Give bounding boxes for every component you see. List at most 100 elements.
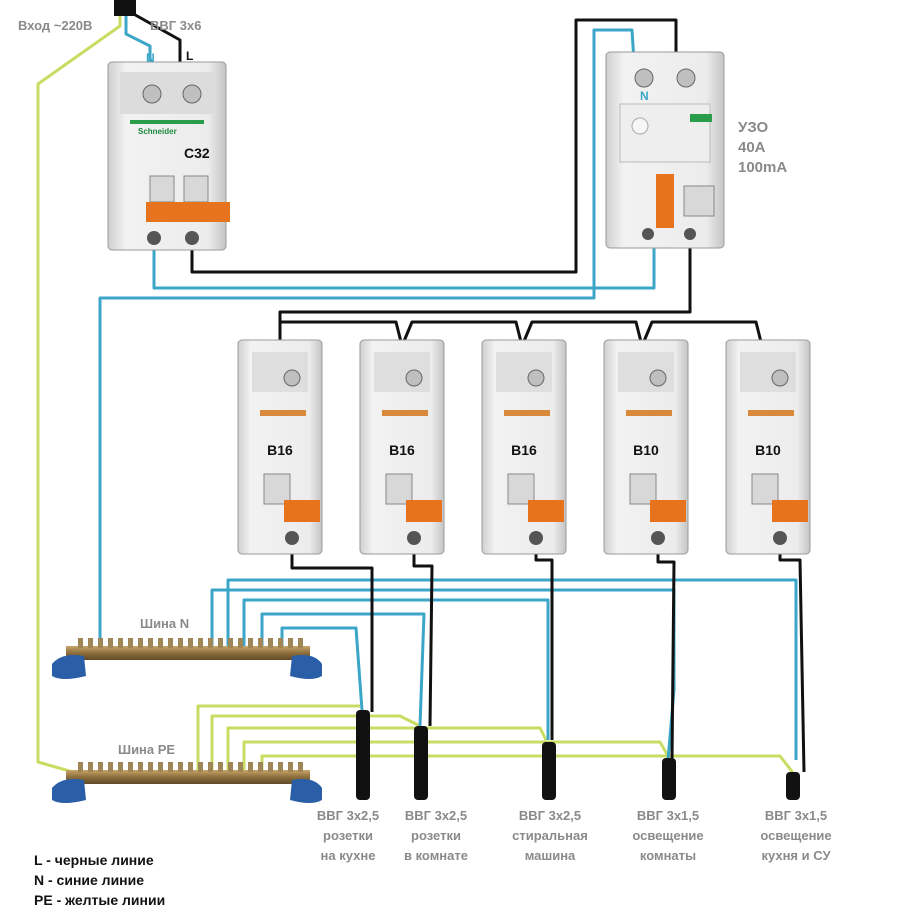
breaker-rating: B16	[267, 442, 293, 458]
terminal-screw-icon	[185, 231, 199, 245]
rcd-leak: 100mA	[738, 159, 787, 176]
cable-label-cable: ВВГ 3х2,5	[405, 808, 467, 823]
insulator-left	[52, 779, 86, 803]
bus-screw-icon	[78, 762, 83, 772]
bus-screw-icon	[168, 762, 173, 772]
bus-screw-icon	[298, 638, 303, 648]
terminal-screw-icon	[182, 84, 202, 104]
insulator-left	[52, 655, 86, 679]
bus-screw-icon	[98, 762, 103, 772]
earth-wire-3	[226, 726, 548, 770]
bus-screw-icon	[218, 762, 223, 772]
bus-screw-icon	[108, 762, 113, 772]
input-label: Вход ~220В	[18, 18, 92, 33]
terminal-screw-icon	[147, 231, 161, 245]
terminal-screw-icon	[651, 531, 665, 545]
cable-label-line1: розетки	[411, 828, 461, 843]
terminal-screw-icon	[283, 369, 301, 387]
cable-label-line2: кухня и СУ	[761, 848, 831, 863]
brand-label: Schneider	[138, 127, 177, 136]
terminal-screw-icon	[405, 369, 423, 387]
cable-sleeves	[356, 710, 800, 800]
bus-screw-icon	[248, 762, 253, 772]
bus-screw-icon	[238, 762, 243, 772]
neutral-rcd-input	[592, 28, 636, 268]
insulator-right	[290, 779, 322, 803]
neutral-rcd-to-bus	[98, 268, 596, 646]
earth-wire-4	[242, 740, 670, 770]
bus-screw-icon	[198, 638, 203, 648]
bus-screw-icon	[148, 762, 153, 772]
bus-screw-icon	[148, 638, 153, 648]
breaker-5: B10	[725, 339, 811, 555]
cable-label-line1: стиральная	[512, 828, 588, 843]
breaker-2: B16	[359, 339, 445, 555]
cable-label-cable: ВВГ 3х2,5	[317, 808, 379, 823]
terminal-screw-icon	[285, 531, 299, 545]
bus-screw-icon	[288, 638, 293, 648]
cable-label-cable: ВВГ 3х2,5	[519, 808, 581, 823]
test-button[interactable]	[631, 117, 649, 135]
terminal-screw-icon	[529, 531, 543, 545]
cable-label-cable: ВВГ 3х1,5	[765, 808, 827, 823]
breaker-lever[interactable]	[772, 500, 808, 522]
main-breaker-rating: C32	[184, 145, 210, 161]
terminal-screw-icon	[634, 68, 654, 88]
bus-screw-icon	[88, 762, 93, 772]
legend: L - черные линие N - синие линие PE - же…	[34, 850, 165, 910]
cable-label-cable: ВВГ 3х1,5	[637, 808, 699, 823]
bus-screw-icon	[108, 638, 113, 648]
neutral-wire-2	[260, 612, 426, 727]
cable-label-line2: комнаты	[640, 848, 696, 863]
cable-sleeve-2	[414, 726, 428, 800]
breaker-1: B16	[237, 339, 323, 555]
phase-rcd-to-breakers	[278, 236, 692, 346]
bus-screw-icon	[178, 762, 183, 772]
bus-screw-icon	[138, 762, 143, 772]
breaker-3: B16	[481, 339, 567, 555]
bus-screw-icon	[98, 638, 103, 648]
bus-screw-icon	[268, 762, 273, 772]
terminal-screw-icon	[527, 369, 545, 387]
bus-screw-icon	[128, 638, 133, 648]
bus-screw-icon	[158, 762, 163, 772]
bus-screw-icon	[118, 638, 123, 648]
bus-n	[52, 638, 322, 679]
terminal-screw-icon	[407, 531, 421, 545]
earth-wire-1	[196, 704, 360, 770]
bus-screw-icon	[278, 638, 283, 648]
main-l-label: L	[186, 49, 193, 63]
neutral-wire-3	[242, 598, 550, 740]
cable-label-3: ВВГ 3х2,5 стиральная машина	[512, 808, 588, 863]
bus-screw-icon	[288, 762, 293, 772]
phase-wire-5	[778, 540, 806, 773]
rcd-title: УЗО	[738, 119, 769, 136]
insulator-right	[290, 655, 322, 679]
rcd-lever[interactable]	[656, 174, 674, 228]
bus-screw-icon	[268, 638, 273, 648]
breaker-lever[interactable]	[650, 500, 686, 522]
bus-screw-icon	[298, 762, 303, 772]
cable-label-line2: машина	[525, 848, 576, 863]
breaker-lever[interactable]	[284, 500, 320, 522]
earth-wire-5	[260, 754, 796, 775]
cable-label-line2: на кухне	[321, 848, 376, 863]
breaker-rating: B10	[633, 442, 659, 458]
bus-screw-icon	[278, 762, 283, 772]
neutral-wires	[98, 12, 798, 761]
cable-label-line1: освещение	[632, 828, 703, 843]
breaker-lever[interactable]	[406, 500, 442, 522]
main-breaker-lever[interactable]	[146, 202, 230, 222]
bus-screw-icon	[198, 762, 203, 772]
bus-screw-icon	[178, 638, 183, 648]
breaker-lever[interactable]	[528, 500, 564, 522]
bus-screw-icon	[258, 638, 263, 648]
breaker-rating: B16	[511, 442, 537, 458]
phase-wire-3	[534, 540, 554, 740]
phase-main-to-rcd	[190, 18, 678, 274]
bus-screw-icon	[118, 762, 123, 772]
